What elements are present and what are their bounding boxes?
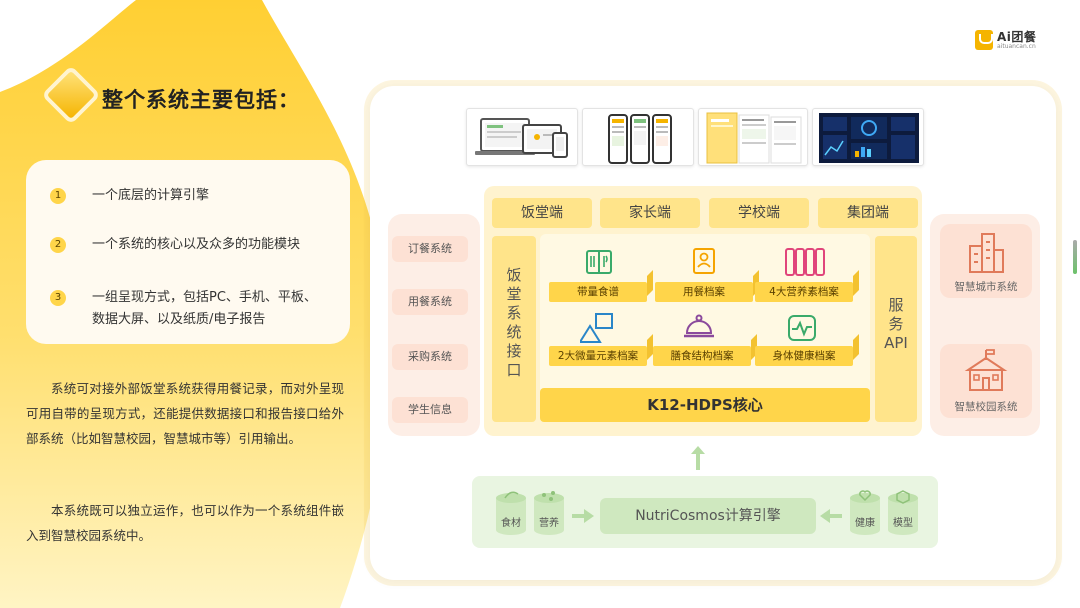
module-diet-structure: 膳食结构档案 [653, 346, 751, 366]
shapes-icon [580, 313, 613, 343]
left-system-dining: 用餐系统 [392, 289, 468, 315]
city-buildings-icon [969, 233, 1004, 273]
dashboard-preview-image [812, 108, 924, 166]
health-monitor-icon [788, 315, 816, 341]
brand-logo: Ai团餐 aituancan.cn [975, 30, 1036, 50]
service-api-bar: 服务 API [875, 236, 917, 422]
paragraph-integration: 系统可对接外部饭堂系统获得用餐记录，而对外呈现可用自带的呈现方式，还能提供数据接… [26, 381, 344, 446]
brand-name: Ai团餐 [997, 29, 1037, 44]
list-text: 一个底层的计算引擎 [92, 188, 210, 203]
nutrition-cylinder: 营养 [532, 490, 566, 536]
school-building-icon [964, 349, 1008, 391]
smart-campus-system: 智慧校园系统 [940, 344, 1032, 418]
dish-cover-icon [684, 314, 714, 338]
engine-model-model: 模型 [893, 518, 913, 529]
service-api-sub: API [884, 334, 908, 352]
engine-label: NutriCosmos计算引擎 [600, 498, 816, 534]
list-number: 3 [50, 290, 66, 306]
left-system-ordering: 订餐系统 [392, 236, 468, 262]
smart-city-label: 智慧城市系统 [954, 281, 1018, 293]
client-school: 学校端 [709, 198, 809, 228]
engine-input-nutrition: 营养 [539, 518, 559, 529]
left-system-purchasing: 采购系统 [392, 344, 468, 370]
paragraph-embedding: 本系统既可以独立运作，也可以作为一个系统组件嵌入到智慧校园系统中。 [26, 503, 344, 543]
list-number: 1 [50, 188, 66, 204]
profile-file-icon [693, 248, 715, 274]
arrow-up-icon [691, 446, 705, 470]
smart-city-system: 智慧城市系统 [940, 224, 1032, 298]
canteen-interface-bar: 饭堂系统接口 [492, 236, 536, 422]
pc-preview-image [466, 108, 578, 166]
module-recipe: 带量食谱 [549, 282, 647, 302]
service-api-label: 服务 [888, 296, 904, 333]
ingredients-cylinder: 食材 [494, 490, 528, 536]
model-cylinder: 模型 [886, 490, 920, 536]
client-canteen: 饭堂端 [492, 198, 592, 228]
summary-card: 1 一个底层的计算引擎 2 一个系统的核心以及众多的功能模块 3 一组呈现方式，… [26, 160, 350, 344]
list-item: 2 一个系统的核心以及众多的功能模块 [50, 237, 300, 256]
core-label: K12-HDPS核心 [540, 388, 870, 422]
left-system-student-info: 学生信息 [392, 397, 468, 423]
recipe-book-icon [586, 250, 612, 274]
module-health-record: 身体健康档案 [755, 346, 853, 366]
module-nutrients: 4大营养素档案 [755, 282, 853, 302]
arrow-right-icon [572, 509, 594, 523]
client-group: 集团端 [818, 198, 918, 228]
mobile-preview-image [582, 108, 694, 166]
list-text: 一组呈现方式，包括PC、手机、平板、数据大屏、以及纸质/电子报告 [92, 290, 317, 327]
nutrient-bars-icon [785, 248, 825, 276]
engine-input-ingredients: 食材 [501, 518, 521, 529]
list-item: 1 一个底层的计算引擎 [50, 188, 209, 207]
list-number: 2 [50, 237, 66, 253]
list-item: 3 一组呈现方式，包括PC、手机、平板、数据大屏、以及纸质/电子报告 [50, 290, 330, 331]
scroll-indicator[interactable] [1073, 240, 1077, 274]
logo-icon [975, 30, 993, 50]
list-text: 一个系统的核心以及众多的功能模块 [92, 237, 301, 252]
client-parent: 家长端 [600, 198, 700, 228]
arrow-left-icon [820, 509, 842, 523]
engine-model-health: 健康 [855, 518, 875, 529]
smart-campus-label: 智慧校园系统 [954, 401, 1018, 413]
brand-sub: aituancan.cn [997, 42, 1036, 50]
health-cylinder: 健康 [848, 490, 882, 536]
module-dining-record: 用餐档案 [655, 282, 753, 302]
page-title: 整个系统主要包括： [102, 88, 300, 112]
module-micro-elements: 2大微量元素档案 [549, 346, 647, 366]
report-preview-image [698, 108, 808, 166]
